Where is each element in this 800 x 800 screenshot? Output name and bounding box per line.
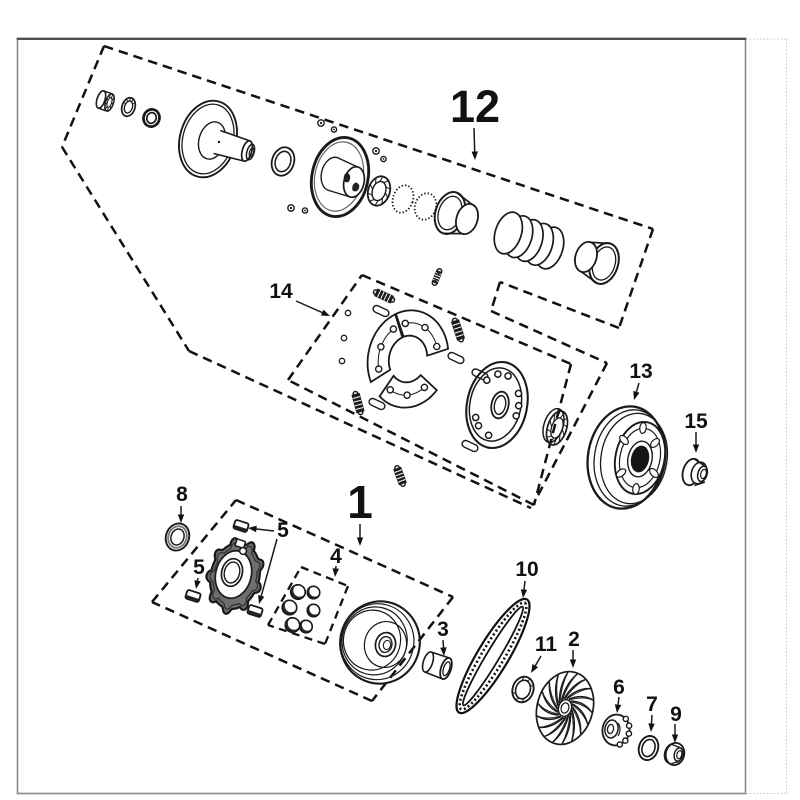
- svg-text:9: 9: [670, 703, 682, 726]
- svg-text:5: 5: [277, 519, 289, 542]
- svg-text:2: 2: [568, 628, 580, 651]
- svg-text:1: 1: [347, 476, 373, 528]
- svg-text:11: 11: [535, 633, 558, 656]
- svg-text:14: 14: [269, 280, 293, 303]
- svg-text:12: 12: [450, 81, 500, 132]
- svg-text:8: 8: [176, 483, 188, 506]
- svg-text:3: 3: [437, 618, 449, 641]
- svg-text:6: 6: [613, 676, 625, 699]
- svg-text:13: 13: [629, 360, 652, 383]
- svg-text:5: 5: [193, 556, 205, 579]
- svg-text:10: 10: [515, 558, 538, 581]
- svg-text:4: 4: [330, 545, 342, 568]
- svg-text:7: 7: [646, 693, 658, 716]
- svg-text:15: 15: [684, 410, 708, 433]
